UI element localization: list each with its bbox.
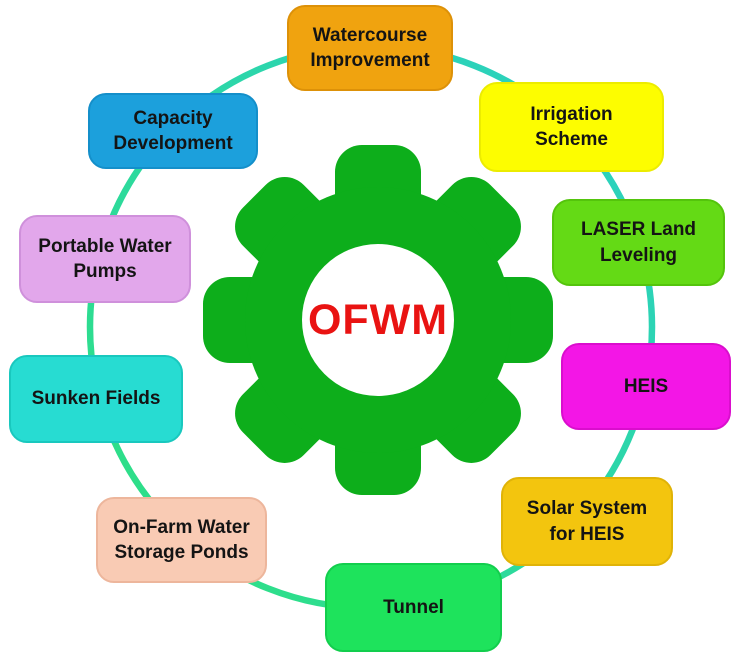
node-label: Tunnel [383, 596, 444, 618]
node-label: Solar System for HEIS [526, 498, 648, 545]
node-label: Portable Water Pumps [38, 235, 172, 282]
node-watercourse-improvement: Watercourse Improvement [287, 5, 453, 91]
node-label: Sunken Fields [31, 388, 161, 410]
node-label: Irrigation Scheme [530, 103, 613, 150]
node-label: Capacity Development [113, 107, 233, 154]
node-label: Watercourse Improvement [310, 24, 430, 71]
node-irrigation-scheme: Irrigation Scheme [479, 82, 664, 172]
node-on-farm-water-storage-ponds: On-Farm Water Storage Ponds [96, 497, 267, 583]
node-sunken-fields: Sunken Fields [9, 355, 183, 443]
center-label: OFWM [307, 295, 449, 344]
node-laser-land-leveling: LASER Land Leveling [552, 199, 725, 286]
node-heis: HEIS [561, 343, 731, 430]
node-capacity-development: Capacity Development [88, 93, 258, 169]
gear-hub [302, 244, 454, 396]
gear-icon [203, 145, 553, 495]
node-solar-system-for-heis: Solar System for HEIS [501, 477, 673, 566]
node-label: On-Farm Water Storage Ponds [113, 516, 250, 563]
node-label: LASER Land Leveling [580, 219, 697, 266]
node-tunnel: Tunnel [325, 563, 502, 652]
node-label: HEIS [623, 375, 669, 397]
node-portable-water-pumps: Portable Water Pumps [19, 215, 191, 303]
